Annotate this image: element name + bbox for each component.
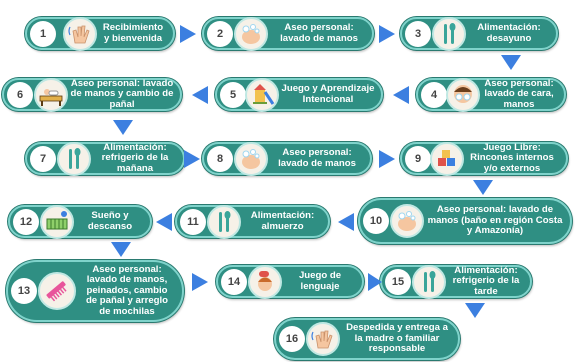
arrow-left-icon [192,86,208,104]
hand-wave-icon [306,322,340,356]
cutlery-icon [432,16,466,51]
arrow-left-icon [393,86,409,104]
step-number: 16 [279,326,305,352]
step-number: 13 [11,278,37,304]
arrow-right-icon [184,150,200,168]
arrow-right-icon [379,150,395,168]
step-number: 6 [7,81,33,108]
arrow-down-icon [113,120,133,135]
step-number: 12 [13,208,39,235]
step-label: Recibimiento y bienvenida [102,22,164,44]
face-wash-icon [446,77,480,112]
step-label: Juego de lenguaje [298,270,342,292]
step-11: 11 Alimentación: almuerzo [175,204,330,239]
step-label: Despedida y entrega a la madre o familia… [346,322,448,355]
arrow-down-icon [111,242,131,257]
step-2: 2 Aseo personal: lavado de manos [202,16,374,51]
step-number: 15 [385,268,411,295]
step-1: 1 Recibimiento y bienvenida [25,16,175,51]
comb-icon [38,272,76,310]
step-12: 12 Sueño y descanso [8,204,152,239]
hand-wash-icon [234,141,268,176]
step-3: 3 Alimentación: desayuno [400,16,558,51]
toy-blocks-icon [430,141,464,176]
cutlery-icon [412,264,446,299]
step-number: 2 [207,20,233,47]
step-5: 5 Juego y Aprendizaje Intencional [215,77,383,112]
step-label: Aseo personal: lavado de manos y cambio … [70,77,174,110]
step-label: Aseo personal: lavado de manos [280,22,358,44]
hand-wave-icon [63,16,97,51]
crib-icon [40,204,74,239]
hand-wash-icon [234,16,268,51]
playground-icon [245,77,279,112]
step-label: Alimentación: refrigerio de la mañana [101,141,169,174]
step-label: Aseo personal: lavado de manos, peinados… [85,263,169,317]
step-9: 9 Juego Libre: Rincones internos y/o ext… [400,141,568,176]
arrow-right-icon [192,273,208,291]
step-7: 7 Alimentación: refrigerio de la mañana [25,141,185,176]
arrow-right-icon [180,25,196,43]
child-speaking-icon [248,264,282,299]
step-number: 5 [220,81,246,108]
arrow-down-icon [465,303,485,318]
step-number: 11 [180,208,206,235]
step-number: 14 [221,268,247,295]
arrow-down-icon [473,180,493,195]
step-number: 4 [421,81,447,108]
step-4: 4 Aseo personal: lavado de cara, manos [416,77,566,112]
step-14: 14 Juego de lenguaje [216,264,364,299]
hand-wash-icon [390,204,424,238]
step-13: 13 Aseo personal: lavado de manos, peina… [6,260,184,322]
step-label: Aseo personal: lavado de cara, manos [484,77,554,110]
step-label: Aseo personal: lavado de manos [278,147,356,169]
step-6: 6 Aseo personal: lavado de manos y cambi… [2,77,182,112]
step-number: 10 [363,208,389,234]
step-label: Juego y Aprendizaje Intencional [281,83,375,105]
step-8: 8 Aseo personal: lavado de manos [202,141,372,176]
step-15: 15 Alimentación: refrigerio de la tarde [380,264,532,299]
step-number: 9 [405,145,431,172]
step-label: Alimentación: refrigerio de la tarde [452,264,520,297]
arrow-right-icon [368,273,382,291]
step-label: Aseo personal: lavado de manos (baño en … [427,204,563,237]
step-10: 10 Aseo personal: lavado de manos (baño … [358,198,572,244]
step-label: Sueño y descanso [87,210,133,232]
arrow-down-icon [501,55,521,70]
arrow-left-icon [338,213,354,231]
step-number: 7 [30,145,56,172]
cutlery-icon [57,141,91,176]
step-16: 16 Despedida y entrega a la madre o fami… [274,318,460,360]
step-number: 1 [30,20,56,47]
step-number: 3 [405,20,431,47]
changing-table-icon [34,77,68,112]
step-number: 8 [207,145,233,172]
step-label: Juego Libre: Rincones internos y/o exter… [470,141,554,174]
arrow-left-icon [156,213,172,231]
arrow-right-icon [379,25,395,43]
step-label: Alimentación: almuerzo [250,210,315,232]
cutlery-icon [207,204,241,239]
step-label: Alimentación: desayuno [477,22,541,44]
